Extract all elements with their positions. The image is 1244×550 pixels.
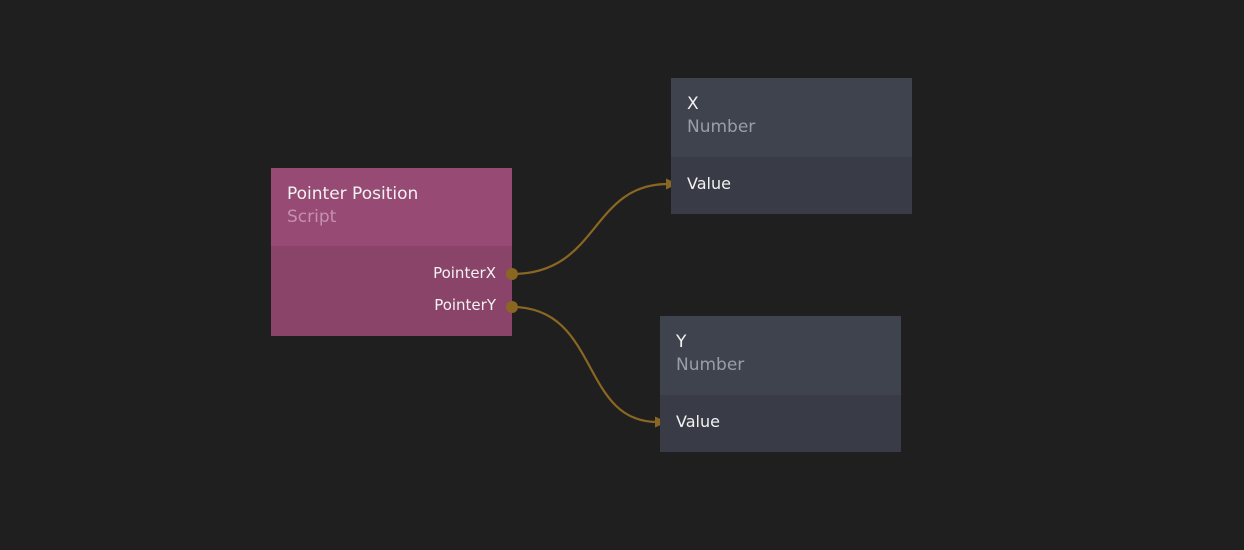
node-title: Pointer Position <box>287 184 419 204</box>
node-type: Number <box>676 355 745 375</box>
input-port-value[interactable]: Value <box>676 412 720 431</box>
input-port-value[interactable]: Value <box>687 174 731 193</box>
output-port-pointery[interactable]: PointerY <box>434 296 496 314</box>
output-port-pointerx[interactable]: PointerX <box>433 264 496 282</box>
node-header: Y Number <box>660 316 901 395</box>
node-pointer-position[interactable]: Pointer Position Script PointerX Pointer… <box>271 168 512 336</box>
node-header: X Number <box>671 78 912 157</box>
node-title: X <box>687 94 699 114</box>
node-body: Value <box>671 157 912 214</box>
node-body: Value <box>660 395 901 452</box>
wire-pointerx-to-x[interactable] <box>511 182 669 276</box>
node-type: Script <box>287 207 337 227</box>
node-type: Number <box>687 117 756 137</box>
node-body: PointerX PointerY <box>271 246 512 336</box>
node-header: Pointer Position Script <box>271 168 512 246</box>
node-title: Y <box>676 332 687 352</box>
wire-pointery-to-y[interactable] <box>511 305 658 424</box>
node-x[interactable]: X Number Value <box>671 78 912 214</box>
node-y[interactable]: Y Number Value <box>660 316 901 452</box>
